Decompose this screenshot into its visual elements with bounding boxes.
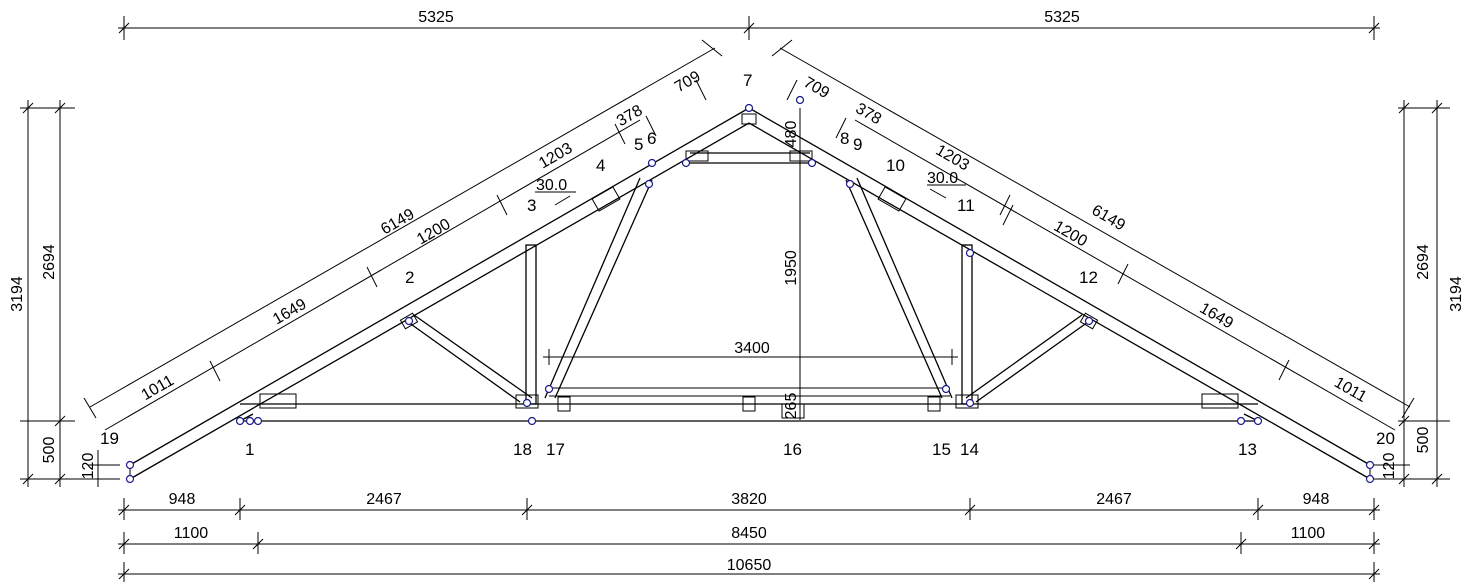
dim-right-120: 120 <box>1381 453 1398 480</box>
node-label-1: 1 <box>245 440 254 459</box>
dim-1950: 1950 <box>783 250 800 286</box>
dim-bottom-948-right: 948 <box>1303 491 1330 508</box>
dim-right-1011: 1011 <box>1331 374 1369 406</box>
dim-right-500: 500 <box>1415 427 1432 454</box>
dim-right-1200: 1200 <box>1051 218 1090 251</box>
dim-bottom-2467-left: 2467 <box>366 491 402 508</box>
node-label-12: 12 <box>1079 268 1098 287</box>
dim-bottom-8450: 8450 <box>731 525 767 542</box>
angle-left: 30.0 <box>536 177 567 194</box>
node-label-14: 14 <box>960 440 979 459</box>
node-label-13: 13 <box>1238 440 1257 459</box>
node-label-18: 18 <box>513 440 532 459</box>
dim-bottom-10650: 10650 <box>727 557 772 574</box>
dim-bottom-948-left: 948 <box>169 491 196 508</box>
node-label-19: 19 <box>100 429 119 448</box>
node-label-20: 20 <box>1376 429 1395 448</box>
diagonal-struts <box>407 177 1089 403</box>
dim-left-inner: 2694 <box>41 244 58 280</box>
left-vertical-dimensions: 3194 2694 500 120 <box>9 100 120 487</box>
dim-bottom-1100-right: 1100 <box>1291 525 1326 542</box>
angle-right: 30.0 <box>927 170 958 187</box>
node-label-7: 7 <box>743 71 752 90</box>
node-circles <box>125 95 1375 484</box>
node-label-8: 8 <box>840 129 849 148</box>
dim-left-outer: 3194 <box>9 276 26 312</box>
bottom-dimension-row-2: 1100 8450 1100 <box>118 525 1380 554</box>
dim-left-120: 120 <box>80 453 97 480</box>
dim-left-1203: 1203 <box>536 140 575 173</box>
dim-top-left: 5325 <box>418 9 454 26</box>
dim-bottom-2467-right: 2467 <box>1096 491 1132 508</box>
node-label-10: 10 <box>886 156 905 175</box>
dim-left-500: 500 <box>41 437 58 464</box>
vertical-members <box>525 108 973 420</box>
node-label-16: 16 <box>783 440 802 459</box>
node-label-17: 17 <box>546 440 565 459</box>
node-label-15: 15 <box>932 440 951 459</box>
dim-bottom-1100-left: 1100 <box>174 525 209 542</box>
dim-480: 480 <box>783 121 800 148</box>
top-dimension-line: 5325 5325 <box>118 9 1380 40</box>
lower-tie <box>549 387 950 397</box>
connection-plates <box>259 113 1239 419</box>
bottom-chord <box>129 403 1371 479</box>
node-label-4: 4 <box>596 156 605 175</box>
dim-right-709: 709 <box>800 74 832 102</box>
angle-markers: 30.0 30.0 <box>535 170 966 206</box>
right-rafter <box>748 39 1415 480</box>
node-label-2: 2 <box>405 268 414 287</box>
dim-left-6149: 6149 <box>378 206 417 239</box>
node-numbers: 1 2 3 4 5 6 7 8 9 10 11 12 13 14 15 16 1… <box>100 71 1395 459</box>
dim-265: 265 <box>783 393 800 420</box>
bottom-dimension-row-1: 948 2467 3820 2467 948 <box>118 491 1380 520</box>
dim-right-outer: 3194 <box>1448 276 1465 312</box>
dim-bottom-3820: 3820 <box>731 491 767 508</box>
dim-right-6149: 6149 <box>1089 202 1128 235</box>
dim-left-1200: 1200 <box>414 216 453 249</box>
dim-top-right: 5325 <box>1044 9 1080 26</box>
dim-right-inner: 2694 <box>1415 244 1432 280</box>
bottom-dimension-total: 10650 <box>118 557 1380 582</box>
node-label-3: 3 <box>527 196 536 215</box>
left-rafter <box>83 39 750 480</box>
node-label-5: 5 <box>634 135 643 154</box>
dim-3400: 3400 <box>734 340 770 357</box>
interior-dimensions: 1950 480 3400 265 <box>543 121 958 420</box>
dim-left-709: 709 <box>672 68 704 96</box>
node-label-9: 9 <box>853 135 862 154</box>
node-label-6: 6 <box>647 129 656 148</box>
right-vertical-dimensions: 2694 3194 500 120 <box>1370 100 1465 487</box>
node-label-11: 11 <box>957 196 975 215</box>
collar-beam <box>685 150 813 164</box>
